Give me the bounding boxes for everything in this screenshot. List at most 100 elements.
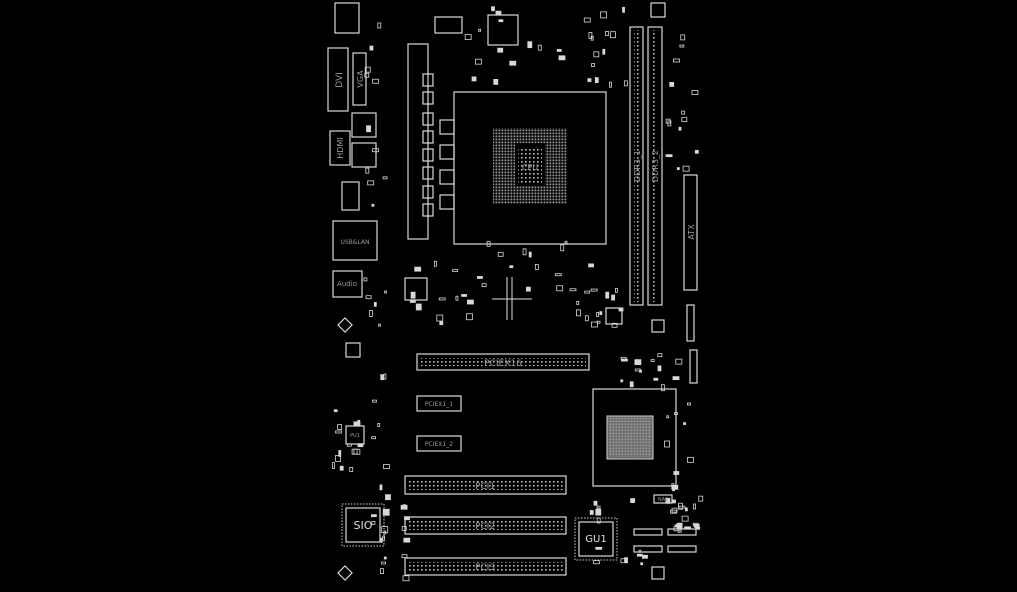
usb-lan-connector[interactable] bbox=[332, 220, 378, 261]
smd-pad bbox=[491, 6, 495, 12]
smd-pad bbox=[589, 510, 594, 515]
smd-pad bbox=[650, 359, 655, 362]
smd-pad bbox=[415, 303, 422, 311]
smd-pad bbox=[684, 507, 688, 512]
smd-pad bbox=[657, 353, 663, 358]
smd-pad bbox=[615, 287, 618, 293]
smd-pad bbox=[693, 503, 697, 510]
clock-chip[interactable] bbox=[487, 14, 519, 46]
smd-pad bbox=[528, 251, 532, 258]
smd-pad bbox=[475, 58, 482, 65]
hdmi-label: HDMI bbox=[336, 137, 345, 158]
pciex1-1-slot[interactable] bbox=[416, 395, 462, 412]
pci1-slot[interactable] bbox=[404, 475, 567, 495]
smd-pad bbox=[683, 422, 686, 426]
smd-pad bbox=[495, 10, 502, 15]
dvi-label: DVI bbox=[335, 72, 345, 88]
fan-header[interactable] bbox=[434, 16, 463, 34]
smd-pad bbox=[368, 310, 373, 317]
smd-pad bbox=[657, 365, 662, 372]
smd-pad bbox=[436, 314, 444, 322]
header[interactable] bbox=[689, 349, 698, 384]
chip[interactable] bbox=[351, 112, 377, 138]
chip[interactable] bbox=[404, 277, 428, 301]
smd-pad bbox=[364, 66, 371, 73]
smd-pad bbox=[357, 419, 361, 426]
smd-pad bbox=[401, 554, 408, 559]
na2-chip[interactable] bbox=[653, 494, 673, 504]
smd-pad bbox=[692, 522, 699, 526]
diamond-component[interactable] bbox=[337, 565, 353, 581]
smd-pad bbox=[351, 448, 358, 455]
gu1-label: GU1 bbox=[585, 534, 606, 545]
vrm-choke bbox=[422, 112, 434, 126]
chip[interactable] bbox=[651, 566, 665, 580]
chip[interactable] bbox=[351, 142, 377, 168]
smd-pad bbox=[409, 300, 416, 303]
ddr3-slot-2[interactable] bbox=[647, 26, 663, 306]
smd-pad bbox=[525, 286, 531, 292]
pci2-slot[interactable] bbox=[404, 516, 567, 535]
chip[interactable] bbox=[345, 342, 361, 358]
smd-pad bbox=[380, 374, 385, 381]
sio-chip[interactable] bbox=[345, 507, 381, 543]
chip[interactable] bbox=[651, 319, 665, 333]
battery-diamond[interactable] bbox=[337, 317, 353, 333]
chip[interactable] bbox=[650, 2, 666, 18]
smd-pad bbox=[371, 520, 376, 525]
smd-pad bbox=[385, 494, 391, 501]
cpu-socket[interactable] bbox=[453, 91, 607, 245]
pciex1-2-slot[interactable] bbox=[416, 435, 462, 452]
audio-connector[interactable] bbox=[332, 270, 363, 298]
smd-pad bbox=[653, 377, 659, 381]
smd-pad bbox=[564, 240, 568, 244]
smd-pad bbox=[380, 568, 384, 575]
header[interactable] bbox=[667, 545, 697, 553]
header[interactable] bbox=[633, 528, 663, 536]
pci1-label: PCI1 bbox=[475, 482, 495, 492]
smd-pad bbox=[372, 78, 379, 84]
ps2-connector[interactable] bbox=[341, 181, 360, 211]
smd-pad bbox=[599, 311, 603, 316]
vga-connector[interactable] bbox=[352, 52, 367, 106]
smd-pad bbox=[369, 45, 374, 51]
smd-pad bbox=[593, 500, 598, 506]
smd-pad bbox=[335, 430, 342, 434]
smd-pad bbox=[593, 560, 600, 565]
smd-pad bbox=[378, 323, 381, 327]
pu1-chip[interactable] bbox=[345, 425, 365, 445]
smd-pad bbox=[365, 167, 370, 174]
na2-label: NA2 bbox=[658, 497, 668, 503]
smd-pad bbox=[537, 44, 542, 51]
usb-connector-top[interactable] bbox=[334, 2, 360, 34]
ddr3-slot-1[interactable] bbox=[629, 26, 644, 306]
atx-connector[interactable] bbox=[683, 174, 698, 291]
smd-pad bbox=[678, 505, 686, 509]
gu1-chip[interactable] bbox=[578, 521, 614, 557]
chip[interactable] bbox=[605, 307, 623, 325]
smd-pad bbox=[365, 295, 372, 300]
header[interactable] bbox=[686, 304, 695, 342]
smd-pad bbox=[371, 203, 375, 207]
pciex16-slot[interactable] bbox=[416, 353, 590, 371]
smd-pad bbox=[671, 484, 679, 490]
dvi-connector[interactable] bbox=[327, 47, 349, 112]
smd-pad bbox=[332, 462, 335, 469]
header[interactable] bbox=[667, 528, 697, 536]
smd-pad bbox=[680, 34, 686, 41]
smd-pad bbox=[588, 32, 593, 39]
smd-pad bbox=[605, 31, 609, 36]
smd-pad bbox=[509, 60, 517, 66]
smd-pad bbox=[576, 309, 581, 317]
header[interactable] bbox=[633, 545, 663, 553]
smd-pad bbox=[587, 78, 592, 83]
smd-pad bbox=[377, 22, 382, 29]
smd-pad bbox=[471, 76, 477, 82]
vrm-area[interactable] bbox=[407, 43, 429, 240]
pch-area[interactable] bbox=[592, 388, 677, 487]
pci3-slot[interactable] bbox=[404, 557, 567, 576]
hdmi-connector[interactable] bbox=[329, 130, 351, 166]
smd-pad bbox=[682, 165, 690, 172]
smd-pad bbox=[588, 263, 595, 268]
